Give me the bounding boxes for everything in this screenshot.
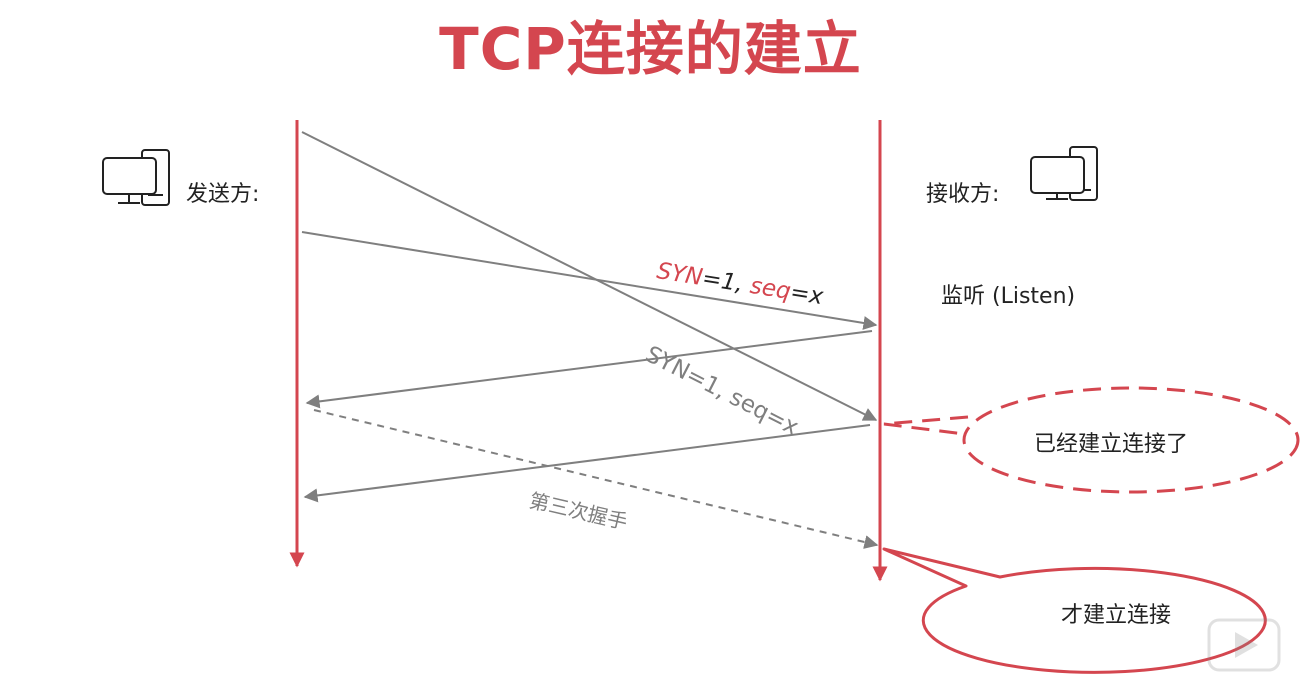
syn-arrow [301,231,878,330]
sender-computer-icon [102,149,170,206]
receiver-computer-icon [1030,146,1098,201]
third-handshake-arrow [313,409,879,549]
syn-ack-arrow [305,330,873,409]
sender-label: 发送方: [186,182,260,207]
bubble-established-text: 已经建立连接了 [1034,432,1189,457]
play-logo-icon [1207,618,1281,672]
syn-arrow-delayed [301,131,878,421]
bubble-only-now-shape [882,547,1267,674]
syn-ack-arrow-2 [303,424,871,503]
listen-label: 监听 (Listen) [941,284,1076,309]
seq-eq-text: =x [788,279,825,311]
bubble-established-tail [883,415,969,436]
bubble-established-shape [962,386,1300,494]
page-title: TCP连接的建立 [439,15,862,83]
bubble-only-now-text: 才建立连接 [1061,603,1172,628]
receiver-label: 接收方: [926,182,1000,207]
